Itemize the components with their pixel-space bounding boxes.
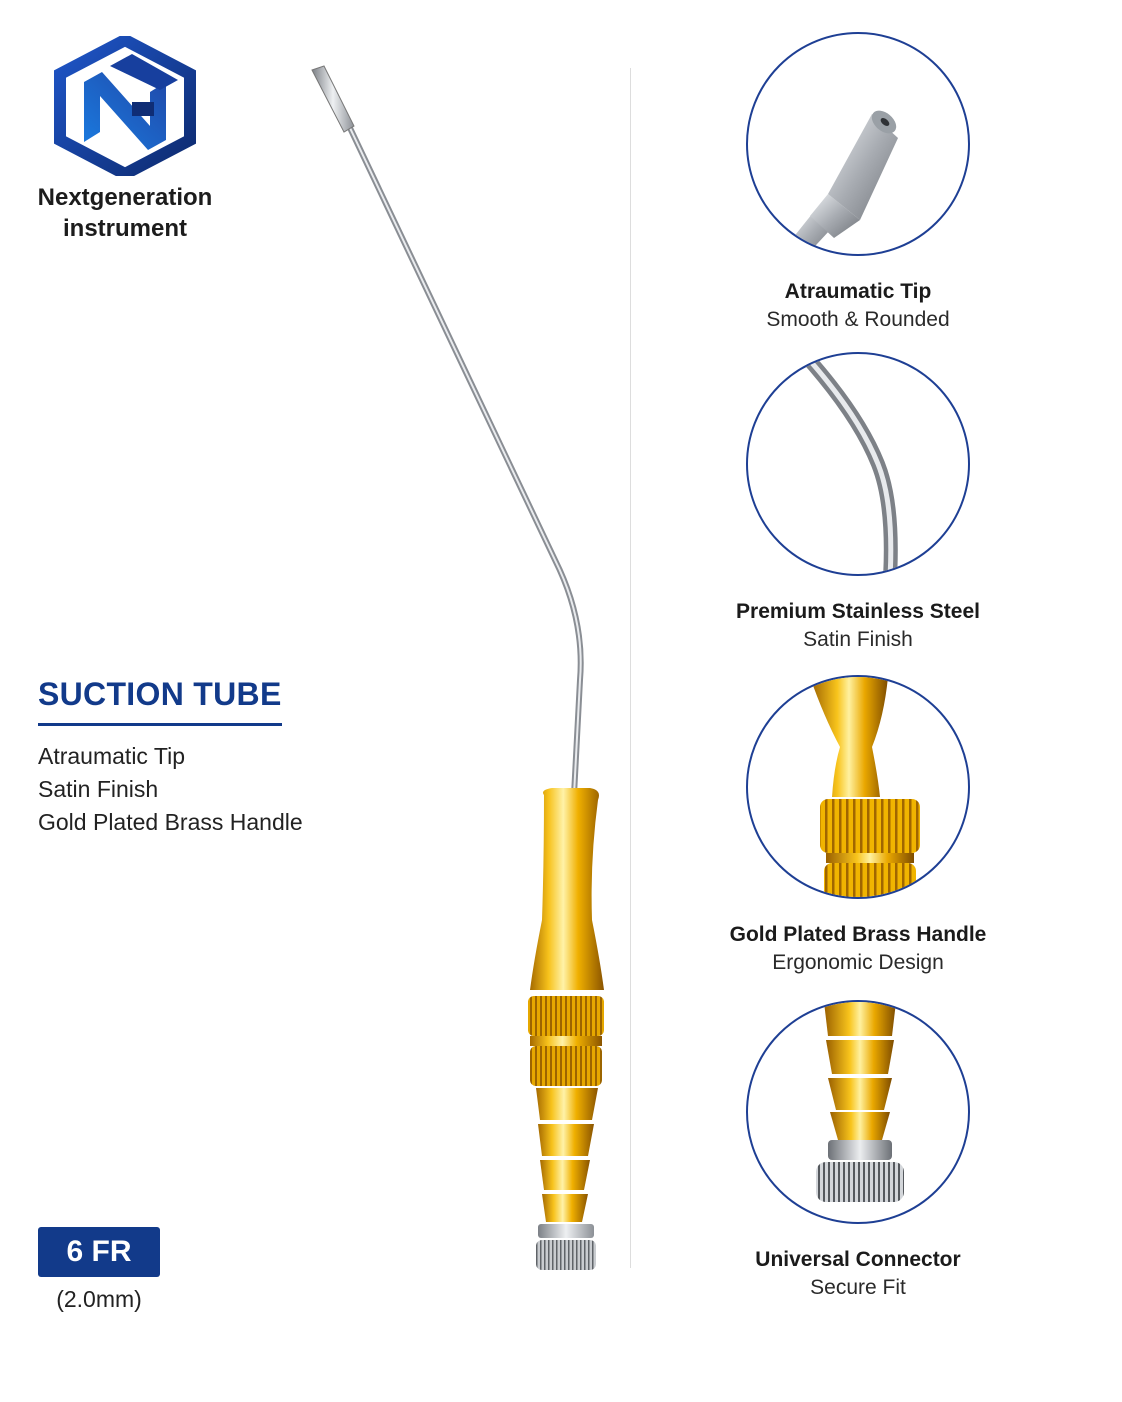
detail-universal-connector: Universal Connector Secure Fit — [728, 1000, 988, 1302]
detail-title: Atraumatic Tip — [784, 280, 932, 303]
detail-circle — [746, 352, 970, 576]
detail-subtitle: Satin Finish — [803, 628, 913, 651]
gold-handle-closeup-icon — [810, 677, 920, 897]
feature-item: Satin Finish — [38, 776, 159, 802]
tip-closeup-icon — [788, 110, 898, 254]
detail-subtitle: Secure Fit — [810, 1276, 906, 1299]
brand-name: Nextgeneration instrument — [30, 182, 220, 244]
detail-circle — [746, 1000, 970, 1224]
detail-subtitle: Smooth & Rounded — [766, 308, 950, 331]
detail-subtitle: Ergonomic Design — [772, 951, 944, 974]
product-info: SUCTION TUBE Atraumatic Tip Satin Finish… — [38, 676, 303, 839]
detail-circle — [746, 32, 970, 256]
size-badge: 6 FR — [38, 1227, 160, 1277]
detail-stainless-steel: Premium Stainless Steel Satin Finish — [728, 352, 988, 654]
brand-block: Nextgeneration instrument — [30, 36, 220, 244]
title-underline — [38, 723, 282, 726]
brand-name-line2: instrument — [62, 215, 187, 242]
detail-gold-handle: Gold Plated Brass Handle Ergonomic Desig… — [728, 675, 988, 977]
detail-atraumatic-tip: Atraumatic Tip Smooth & Rounded — [728, 32, 988, 334]
detail-circle — [746, 675, 970, 899]
feature-item: Gold Plated Brass Handle — [38, 809, 303, 835]
detail-title: Premium Stainless Steel — [736, 600, 980, 623]
steel-bend-closeup-icon — [798, 354, 898, 574]
product-title: SUCTION TUBE — [38, 676, 282, 712]
feature-list: Atraumatic Tip Satin Finish Gold Plated … — [38, 740, 303, 839]
brand-name-line1: Nextgeneration — [37, 184, 213, 211]
connector-closeup-icon — [816, 1002, 904, 1202]
ng-logo-icon — [54, 36, 196, 176]
feature-item: Atraumatic Tip — [38, 743, 185, 769]
suction-tube-illustration — [311, 65, 604, 1270]
detail-title: Gold Plated Brass Handle — [729, 923, 987, 946]
size-mm-label: (2.0mm) — [56, 1286, 142, 1312]
vertical-divider — [630, 68, 631, 1268]
detail-title: Universal Connector — [755, 1248, 961, 1271]
